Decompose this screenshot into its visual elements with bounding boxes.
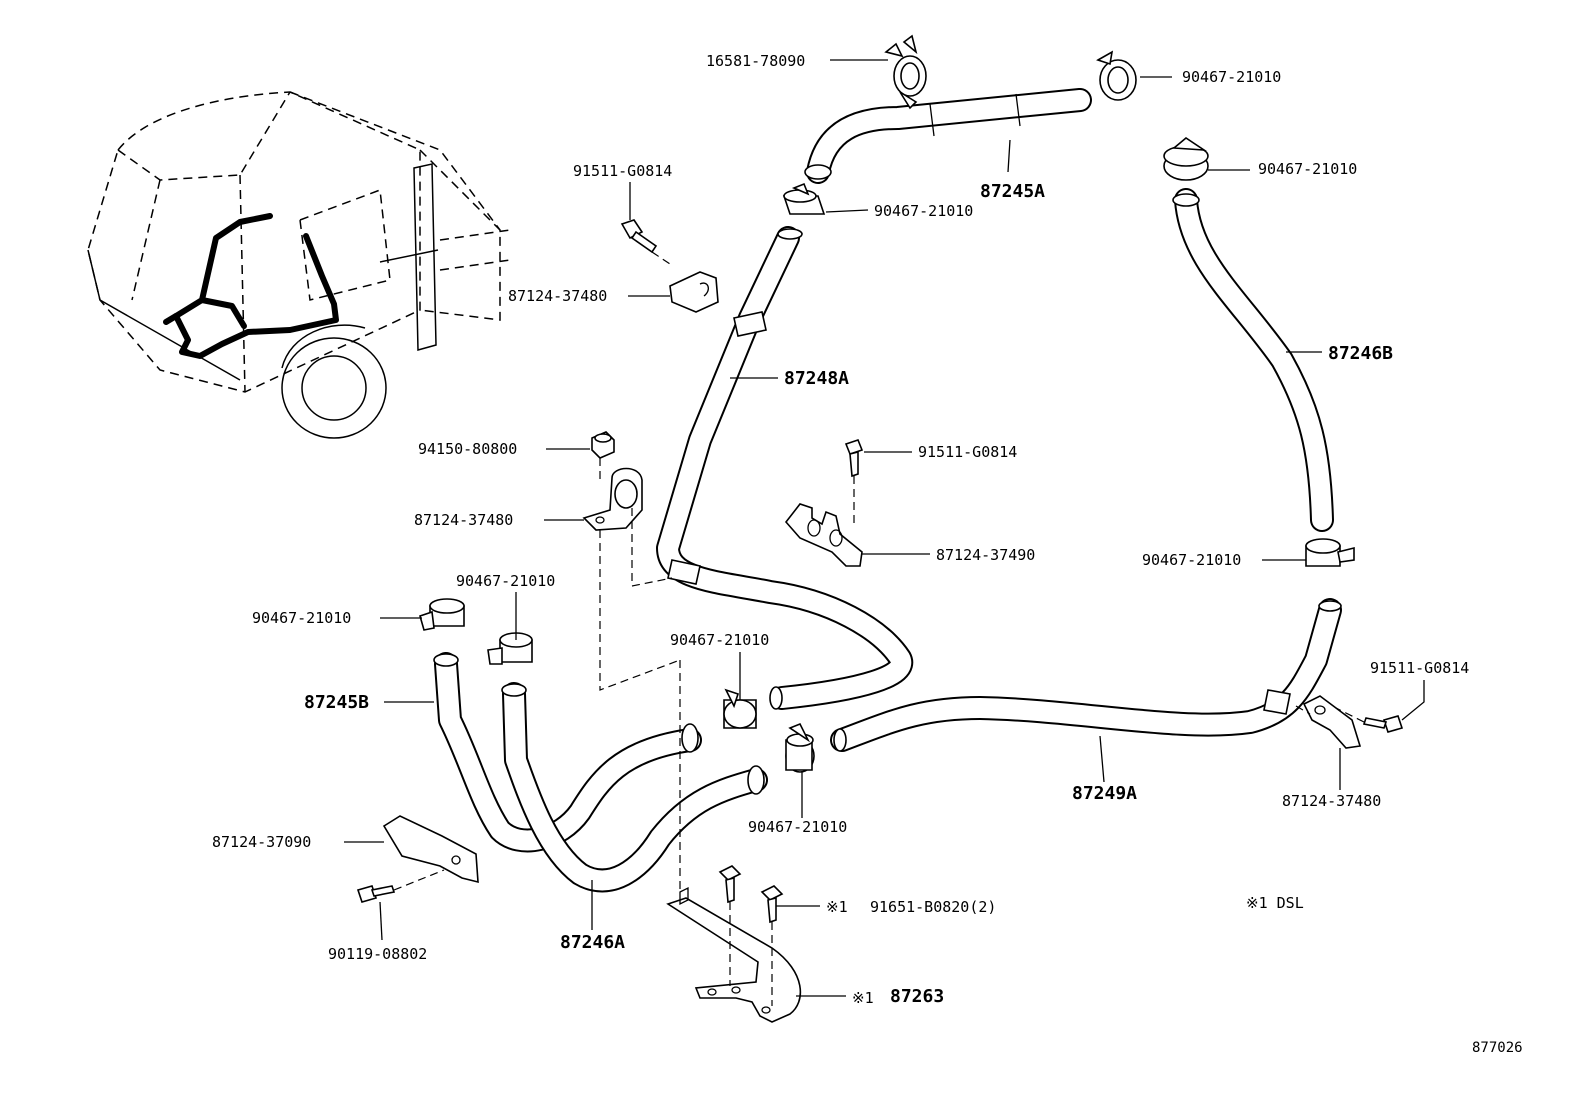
bolt-90119-08802 [356, 885, 396, 903]
label-87245a: 87245A [980, 181, 1045, 202]
label-87124-37490: 87124-37490 [936, 546, 1035, 564]
label-90467-left: 90467-21010 [252, 609, 351, 627]
clip-87124-37480-upper [669, 271, 719, 313]
label-16581-78090: 16581-78090 [706, 52, 805, 70]
label-90467-bottom: 90467-21010 [748, 818, 847, 836]
label-91511-mid: 91511-G0814 [918, 443, 1017, 461]
hose-87248a [656, 226, 914, 710]
label-91511-right: 91511-G0814 [1370, 659, 1469, 677]
clamp-90467-left-mid [487, 632, 533, 665]
label-91511-top: 91511-G0814 [573, 162, 672, 180]
note-mark-bracket: ※1 [852, 989, 874, 1007]
label-87263: 87263 [890, 986, 944, 1007]
clamp-90467-bottom [785, 722, 815, 773]
clamp-90467-center [723, 688, 757, 729]
bolts-91651-b0820 [718, 865, 784, 924]
hose-87246b [1172, 188, 1334, 532]
label-90467-right-lower: 90467-21010 [1142, 551, 1241, 569]
label-90467-top-right: 90467-21010 [1182, 68, 1281, 86]
clamp-90467-top-right [1096, 50, 1137, 101]
label-87248a: 87248A [784, 368, 849, 389]
assembly-dashed-lines [393, 251, 1365, 1006]
note-dsl: ※1 DSL [1246, 894, 1304, 912]
nut-94150-80800 [591, 431, 615, 459]
label-87246b: 87246B [1328, 343, 1393, 364]
bolt-91511-right [1362, 715, 1404, 733]
label-87124-37090: 87124-37090 [212, 833, 311, 851]
vehicle-locator-illustration [87, 91, 511, 439]
bracket-87124-37090 [382, 815, 479, 884]
label-91651-b0820: 91651-B0820(2) [870, 898, 996, 916]
label-90467-left-mid: 90467-21010 [456, 572, 555, 590]
hose-87245b [433, 652, 702, 853]
label-94150-80800: 94150-80800 [418, 440, 517, 458]
diagram-id: 877026 [1472, 1040, 1523, 1056]
hose-87245a [804, 88, 1092, 184]
hose-87249a [830, 598, 1342, 752]
bracket-87124-37490 [784, 503, 863, 567]
clamp-90467-right-lower [1305, 538, 1355, 567]
bolt-91511-top [620, 219, 658, 254]
label-87249a: 87249A [1072, 783, 1137, 804]
clamp-90467-upper-mid [782, 182, 826, 215]
bolt-91511-mid [844, 439, 864, 478]
label-90467-center: 90467-21010 [670, 631, 769, 649]
clip-87124-37480-right [1302, 695, 1362, 749]
clamp-16581-78090 [884, 34, 927, 110]
label-87245b: 87245B [304, 692, 369, 713]
clamp-90467-right [1163, 137, 1209, 181]
clamp-90467-left [419, 598, 465, 631]
label-87246a: 87246A [560, 932, 625, 953]
label-87124-37480-right: 87124-37480 [1282, 792, 1381, 810]
label-90119-08802: 90119-08802 [328, 945, 427, 963]
label-87124-37480-mid: 87124-37480 [414, 511, 513, 529]
clip-87124-37480-mid [582, 467, 643, 531]
part-labels: 16581-78090 90467-21010 87245A 90467-210… [212, 52, 1523, 1056]
label-87124-37480-upper: 87124-37480 [508, 287, 607, 305]
leader-lines [344, 59, 1425, 997]
label-90467-right-clamp: 90467-21010 [1258, 160, 1357, 178]
note-mark-bolt: ※1 [826, 898, 848, 916]
hose-87246a [501, 682, 768, 893]
label-90467-upper-mid: 90467-21010 [874, 202, 973, 220]
bracket-87263 [666, 886, 802, 1023]
